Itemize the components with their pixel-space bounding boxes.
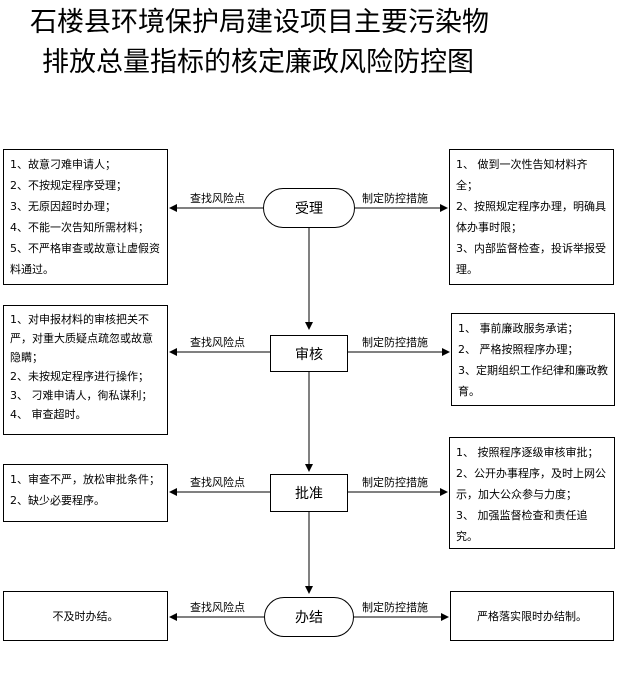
risk-box-complete: 不及时办结。 xyxy=(3,591,168,641)
risk-item: 4、 审查超时。 xyxy=(10,408,87,421)
measure-box-accept: 1、 做到一次性告知材料齐全； 2、按照规定程序办理，明确具体办事时限； 3、内… xyxy=(449,149,614,285)
title-line-2: 排放总量指标的核定廉政风险防控图 xyxy=(42,47,474,78)
measure-item: 1、 做到一次性告知材料齐全； xyxy=(456,158,588,192)
measure-box-complete: 严格落实限时办结制。 xyxy=(450,591,614,641)
measure-label-1: 制定防控措施 xyxy=(362,192,428,205)
measure-item: 3、内部监督检查，投诉举报受理。 xyxy=(456,242,606,276)
measure-item: 严格落实限时办结制。 xyxy=(477,609,587,623)
measure-label-2: 制定防控措施 xyxy=(362,336,428,349)
stage-node-complete: 办结 xyxy=(264,597,354,637)
risk-item: 1、审查不严，放松审批条件； xyxy=(10,473,160,486)
measure-item: 1、 按照程序逐级审核审批； xyxy=(456,446,599,459)
risk-item: 不及时办结。 xyxy=(52,609,119,623)
title-line-1: 石楼县环境保护局建设项目主要污染物 xyxy=(30,7,489,38)
risk-item: 3、无原因超时办理； xyxy=(10,200,116,213)
measure-box-approve: 1、 按照程序逐级审核审批； 2、公开办事程序，及时上网公示，加大公众参与力度；… xyxy=(449,437,615,549)
measure-box-review: 1、 事前廉政服务承诺； 2、 严格按照程序办理； 3、定期组织工作纪律和廉政教… xyxy=(451,313,615,406)
measure-item: 3、定期组织工作纪律和廉政教育。 xyxy=(458,364,608,398)
risk-label-3: 查找风险点 xyxy=(190,476,245,489)
risk-box-approve: 1、审查不严，放松审批条件； 2、缺少必要程序。 xyxy=(3,464,168,522)
risk-item: 4、不能一次告知所需材料； xyxy=(10,221,149,234)
risk-item: 2、缺少必要程序。 xyxy=(10,494,105,507)
stage-node-approve: 批准 xyxy=(270,474,348,512)
risk-item: 5、不严格审查或故意让虚假资料通过。 xyxy=(10,242,160,276)
measure-item: 3、 加强监督检查和责任追究。 xyxy=(456,509,588,543)
measure-label-3: 制定防控措施 xyxy=(362,476,428,489)
measure-item: 2、按照规定程序办理，明确具体办事时限； xyxy=(456,200,606,234)
measure-item: 1、 事前廉政服务承诺； xyxy=(458,322,579,335)
risk-item: 2、未按规定程序进行操作； xyxy=(10,370,149,383)
stage-node-review: 审核 xyxy=(270,335,348,372)
stage-node-accept: 受理 xyxy=(263,188,355,228)
risk-item: 3、 刁难申请人，徇私谋利； xyxy=(10,389,153,402)
measure-label-4: 制定防控措施 xyxy=(362,601,428,614)
risk-item: 1、对申报材料的审核把关不严，对重大质疑点疏忽或故意隐瞒； xyxy=(10,313,153,364)
measure-item: 2、公开办事程序，及时上网公示，加大公众参与力度； xyxy=(456,467,606,501)
measure-item: 2、 严格按照程序办理； xyxy=(458,343,579,356)
risk-label-1: 查找风险点 xyxy=(190,192,245,205)
risk-label-4: 查找风险点 xyxy=(190,601,245,614)
risk-box-review: 1、对申报材料的审核把关不严，对重大质疑点疏忽或故意隐瞒； 2、未按规定程序进行… xyxy=(3,305,168,435)
risk-label-2: 查找风险点 xyxy=(190,336,245,349)
risk-item: 1、故意刁难申请人； xyxy=(10,158,116,171)
risk-box-accept: 1、故意刁难申请人； 2、不按规定程序受理； 3、无原因超时办理； 4、不能一次… xyxy=(3,149,168,285)
risk-item: 2、不按规定程序受理； xyxy=(10,179,127,192)
